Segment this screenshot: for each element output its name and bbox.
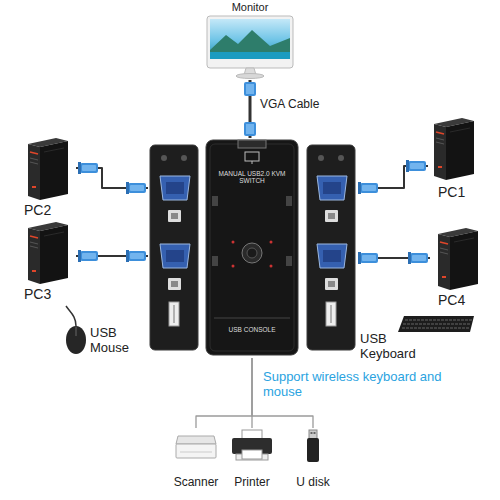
keyboard-icon xyxy=(398,316,474,332)
kvm-body xyxy=(212,256,218,266)
pc-tower-icon xyxy=(28,138,68,200)
vga-plug xyxy=(126,250,146,262)
device-name: USB Mouse xyxy=(90,326,142,356)
usb-keyboard: USB Keyboard xyxy=(358,312,476,362)
pc-tower-icon xyxy=(28,222,68,284)
device-print: MANUAL USB2.0 KVM SWITCH xyxy=(217,170,287,185)
monitor-icon xyxy=(207,16,293,79)
device-name: Scanner xyxy=(168,476,224,490)
vga-plug xyxy=(408,252,428,264)
keyboard-icon xyxy=(403,323,471,324)
printer-icon xyxy=(242,450,262,459)
kvm-body xyxy=(286,196,292,206)
kvm-body xyxy=(214,318,290,319)
pc-tower: PC1 xyxy=(428,116,484,202)
kvm-body xyxy=(242,243,262,263)
pc-tower: PC3 xyxy=(22,220,76,306)
vga-plug xyxy=(78,162,98,174)
feature-note: Support wireless keyboard and mouse xyxy=(263,370,448,400)
pc-tower: PC2 xyxy=(22,136,76,222)
pc-label: PC4 xyxy=(438,292,484,308)
monitor: Monitor xyxy=(204,0,296,80)
pc-tower-icon xyxy=(434,118,474,180)
mouse-icon xyxy=(76,327,77,336)
device-name: Monitor xyxy=(204,1,296,14)
usb-disk-icon xyxy=(314,432,316,434)
usb-disk-icon xyxy=(307,438,319,462)
monitor-icon xyxy=(210,19,290,59)
printer-icon xyxy=(242,430,262,439)
scanner-icon xyxy=(180,452,212,453)
vga-plug xyxy=(244,82,256,136)
kvm-body xyxy=(286,256,292,266)
usb-disk-icon xyxy=(307,430,319,462)
usb-disk: U disk xyxy=(288,428,338,494)
kvm-body xyxy=(238,140,266,148)
pc-label: PC2 xyxy=(24,202,74,218)
device-print: USB CONSOLE xyxy=(217,326,287,333)
usb-disk-icon xyxy=(309,430,317,439)
kvm-body xyxy=(232,241,235,244)
printer-icon xyxy=(232,430,272,460)
usb-disk-icon xyxy=(311,432,313,434)
vga-plug xyxy=(358,182,378,194)
kvm-body xyxy=(206,140,298,355)
cable-label: VGA Cable xyxy=(260,98,332,112)
monitor-icon xyxy=(210,30,290,59)
kvm-body xyxy=(212,196,218,206)
vga-plug xyxy=(246,84,254,94)
kvm-body xyxy=(270,241,273,244)
kvm-switch: MANUAL USB2.0 KVM SWITCH USB CONSOLE xyxy=(148,138,358,358)
vga-plug xyxy=(126,182,146,194)
vga-plug xyxy=(78,250,98,262)
monitor-icon xyxy=(236,74,264,79)
kvm-body xyxy=(210,144,294,351)
kvm-body xyxy=(270,265,273,268)
kvm-side-panel xyxy=(307,145,355,350)
mouse-icon xyxy=(66,306,86,354)
vga-plug xyxy=(358,252,378,264)
monitor-icon xyxy=(210,52,290,59)
keyboard-icon xyxy=(402,327,470,328)
kvm-body xyxy=(232,265,235,268)
pc-tower: PC4 xyxy=(430,226,486,312)
scanner-icon xyxy=(176,436,216,444)
mouse-icon xyxy=(66,326,86,354)
usb-link-line xyxy=(196,358,252,428)
vga-plug xyxy=(246,124,254,134)
device-name: Printer xyxy=(224,476,280,490)
kvm-body xyxy=(206,140,298,355)
device-name: U disk xyxy=(288,476,338,490)
printer: Printer xyxy=(224,428,280,494)
scanner-icon xyxy=(176,444,216,458)
vga-plug xyxy=(244,122,256,136)
kvm-body xyxy=(247,248,257,258)
keyboard-icon xyxy=(405,319,472,320)
device-name: USB Keyboard xyxy=(360,332,432,362)
usb-mouse: USB Mouse xyxy=(62,322,144,364)
kvm-body xyxy=(245,152,259,161)
pc-tower-icon xyxy=(438,228,478,290)
scanner: Scanner xyxy=(168,428,224,494)
keyboard-icon xyxy=(398,316,474,332)
monitor-icon xyxy=(207,16,293,68)
kvm-body xyxy=(252,161,253,164)
pc-label: PC1 xyxy=(438,184,482,200)
scanner-icon xyxy=(176,436,216,458)
vga-plug xyxy=(406,160,426,172)
mouse-icon xyxy=(66,306,76,326)
kvm-side-panel xyxy=(150,145,198,350)
vga-plug xyxy=(244,82,256,96)
pc-label: PC3 xyxy=(24,286,74,302)
